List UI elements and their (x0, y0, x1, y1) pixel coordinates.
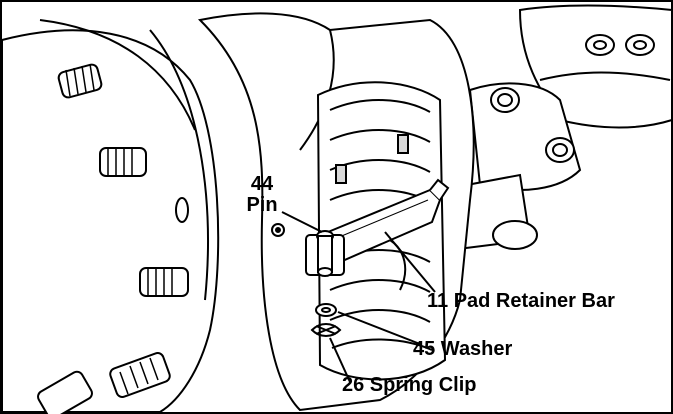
pin (305, 230, 345, 277)
stud-4 (109, 352, 171, 398)
callout-washer: 45 Washer (413, 339, 512, 360)
callout-spring-clip: 26 Spring Clip (342, 375, 476, 396)
callout-pin-number: 44 (250, 173, 274, 195)
leader-spring-clip (329, 337, 351, 383)
wheel-studs (37, 63, 189, 414)
washer (315, 303, 337, 317)
stud-2 (99, 147, 147, 177)
wheel-hub (1, 19, 220, 413)
callout-pin-name: Pin (246, 194, 278, 216)
leader-pin (281, 211, 323, 233)
leader-washer (337, 311, 421, 345)
stud-3 (139, 267, 189, 297)
leader-lines (281, 211, 436, 383)
leader-pad-retainer-bar (384, 231, 436, 293)
stud-5 (37, 370, 93, 414)
stud-1 (57, 63, 103, 99)
callout-washer-text: 45 Washer (413, 338, 513, 360)
axle-housing (438, 4, 673, 252)
callout-pad-retainer-bar: 11 Pad Retainer Bar (427, 291, 615, 312)
callout-pin: 44 Pin (236, 174, 288, 216)
callout-spring-clip-text: 26 Spring Clip (342, 374, 477, 396)
callout-pad-retainer-bar-text: 11 Pad Retainer Bar (427, 290, 615, 312)
spring-clip (310, 323, 342, 337)
